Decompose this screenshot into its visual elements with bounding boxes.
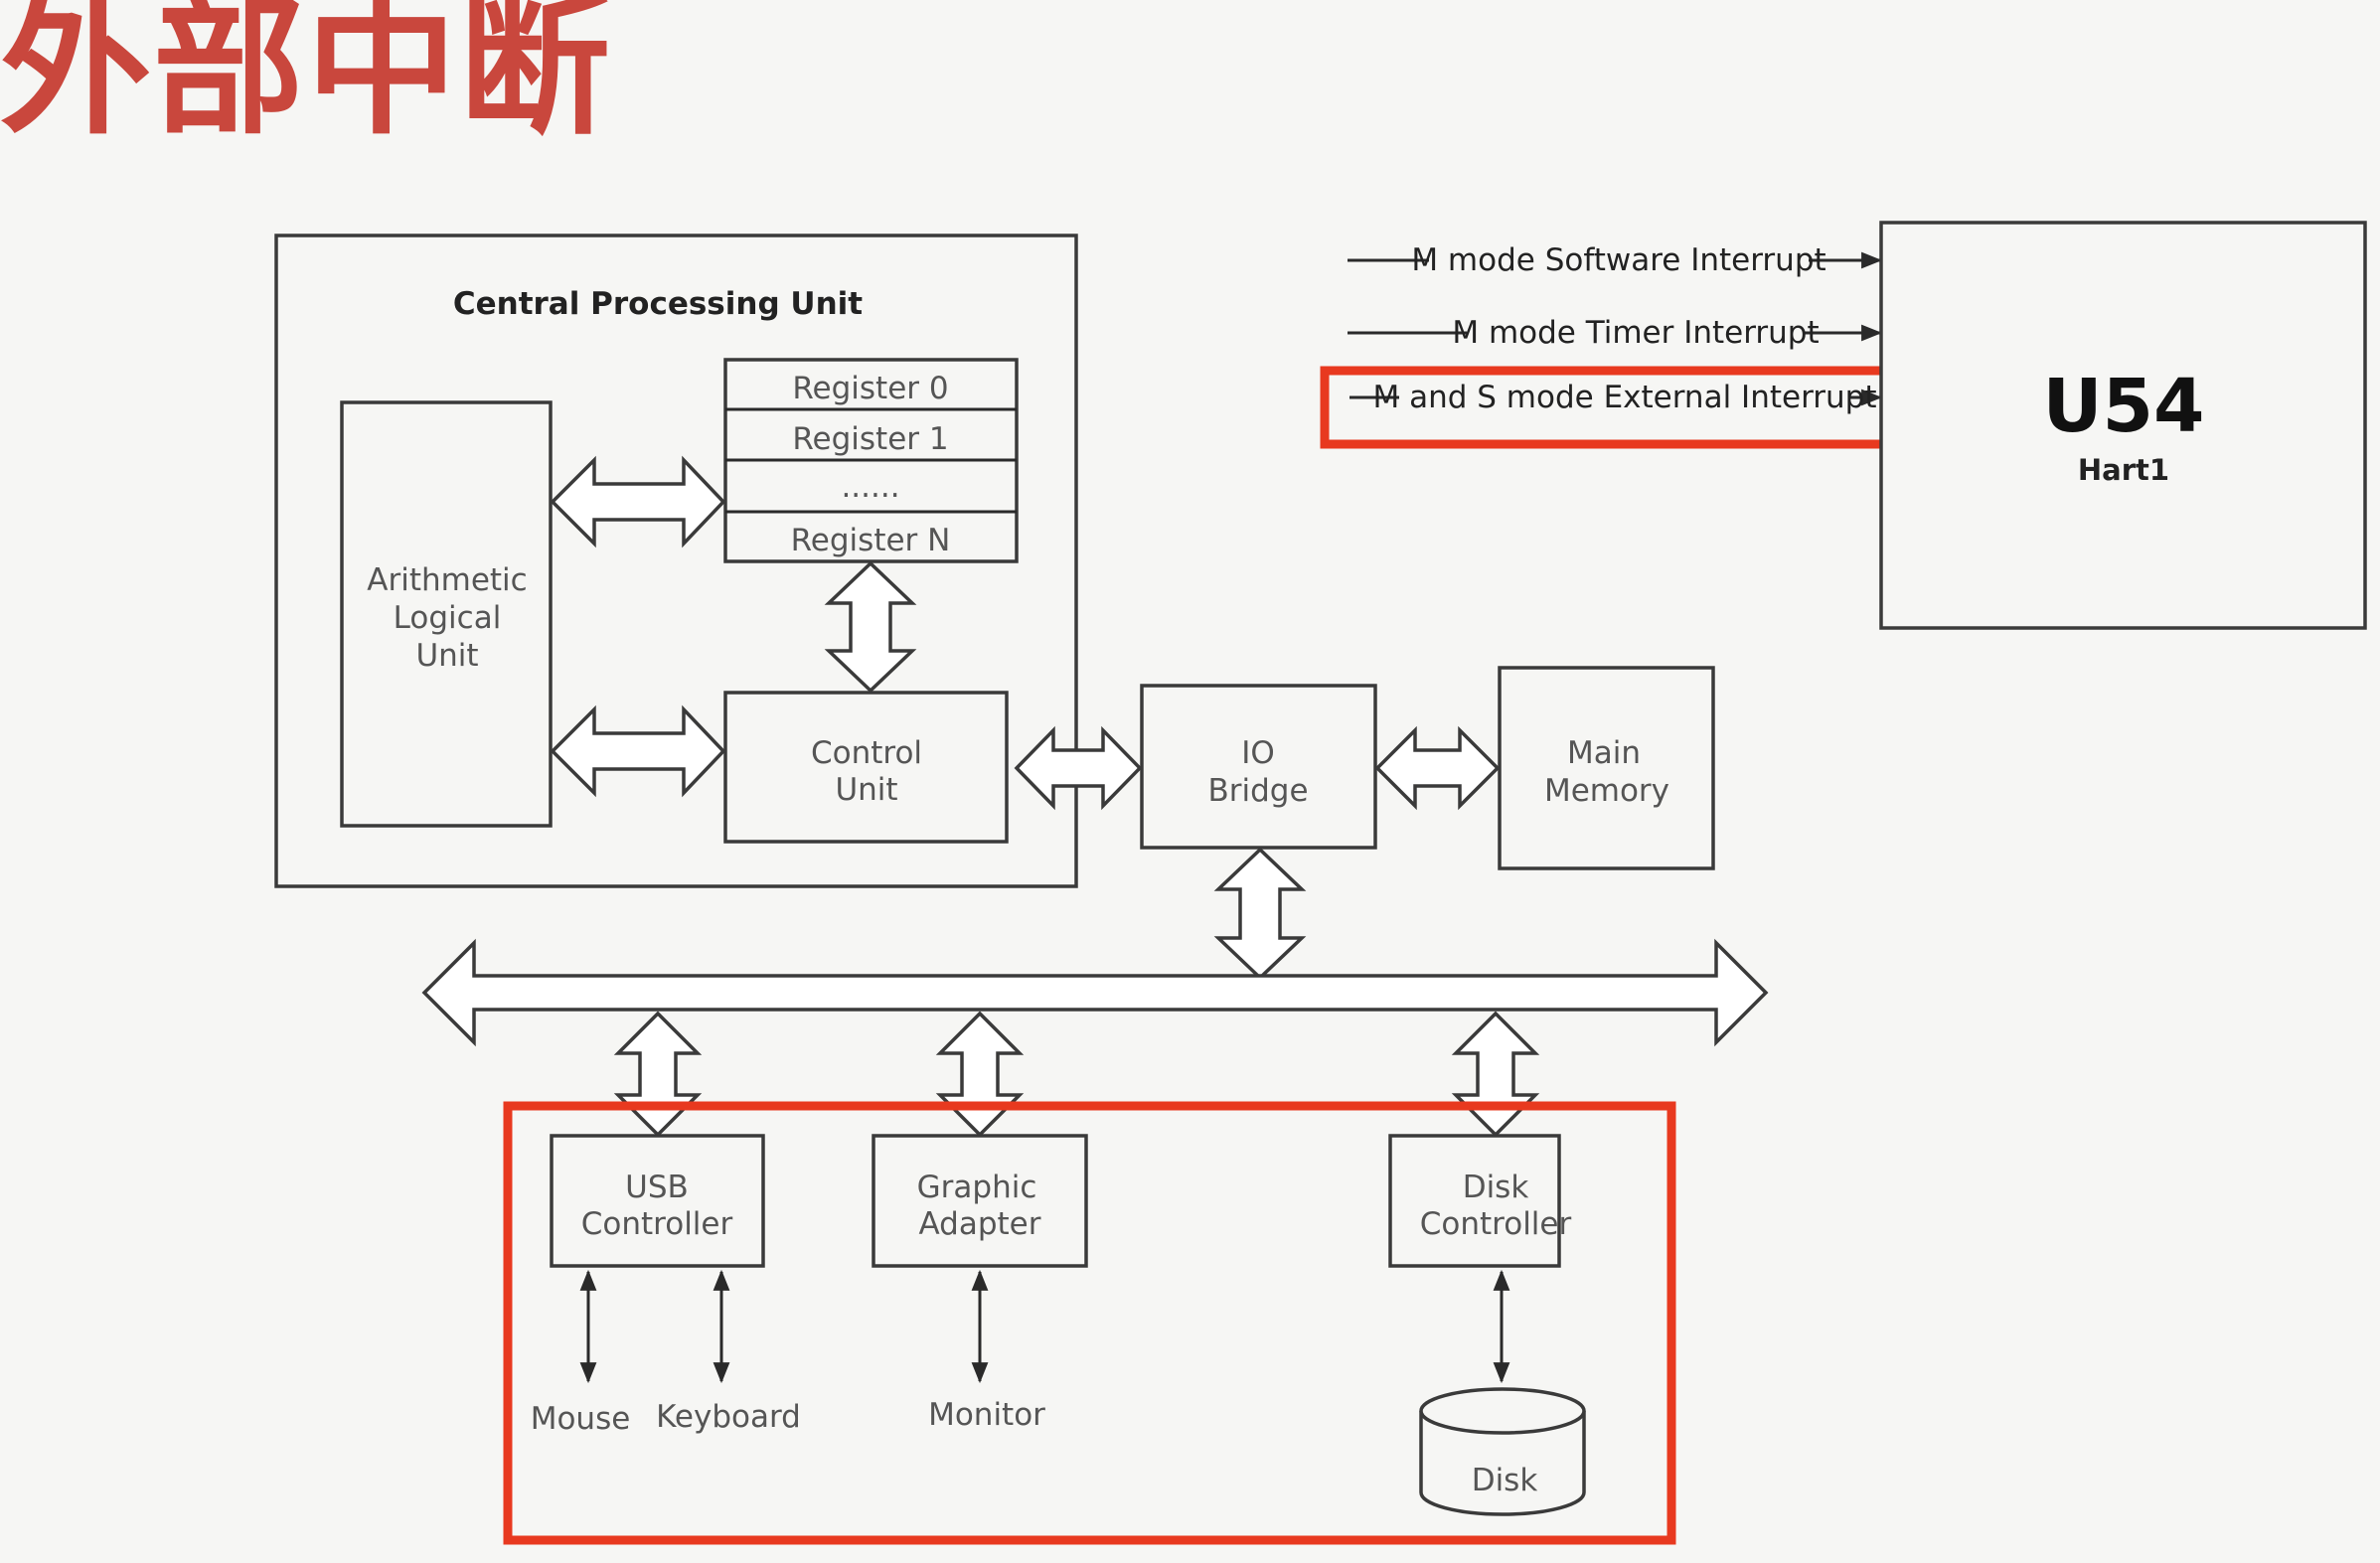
- graphic-adapter-label-2: Adapter: [919, 1206, 1041, 1242]
- disk-controller-label-2: Controller: [1420, 1206, 1572, 1242]
- peripherals-highlight: [503, 1101, 1676, 1545]
- main-memory-label-2: Memory: [1544, 773, 1669, 809]
- control-iobridge-arrow: [1014, 725, 1143, 811]
- register-1: Register 1: [792, 421, 948, 457]
- usb-controller-label-1: USB: [625, 1170, 689, 1205]
- alu-label-3: Unit: [415, 638, 478, 674]
- label-gap: [1429, 238, 1809, 278]
- alu-label-2: Logical: [394, 600, 502, 636]
- alu-register-arrow: [550, 455, 726, 548]
- register-n: Register N: [791, 523, 951, 558]
- external-interrupt-label: M and S mode External Interrupt: [1373, 380, 1877, 415]
- bus-disk-arrow: [1451, 1011, 1540, 1138]
- hart-name: U54: [2042, 364, 2204, 449]
- software-interrupt-label: M mode Software Interrupt: [1411, 242, 1825, 278]
- cpu-frame: [274, 234, 1078, 888]
- disk-controller-box: [1388, 1134, 1561, 1268]
- alu-box: [340, 400, 553, 828]
- hart-id: Hart1: [2078, 453, 2169, 487]
- disk-label: Disk: [1472, 1463, 1538, 1498]
- bus-graphic-arrow: [935, 1011, 1025, 1138]
- iobridge-memory-arrow: [1374, 725, 1501, 811]
- disk-icon: [1419, 1387, 1586, 1516]
- usb-controller-box: [550, 1134, 765, 1268]
- iobridge-bus-arrow: [1213, 847, 1307, 981]
- slide-title: 外部中断: [0, 0, 612, 155]
- io-bridge-label-1: IO: [1241, 735, 1275, 771]
- bus-usb-arrow: [613, 1011, 703, 1138]
- mouse-label: Mouse: [531, 1401, 631, 1437]
- register-0: Register 0: [792, 371, 948, 406]
- timer-interrupt-label: M mode Timer Interrupt: [1452, 315, 1819, 351]
- io-bridge-box: [1140, 684, 1377, 850]
- system-bus: [421, 938, 1769, 1047]
- u54-hart-box: [1879, 221, 2367, 630]
- control-unit-label-1: Control: [811, 735, 922, 771]
- alu-control-arrow: [550, 704, 726, 798]
- cpu-title: Central Processing Unit: [453, 286, 863, 322]
- disk-controller-label-1: Disk: [1463, 1170, 1529, 1205]
- graphic-adapter-label-1: Graphic: [917, 1170, 1037, 1205]
- label-gap: [1399, 376, 1850, 415]
- register-control-arrow: [824, 560, 917, 694]
- control-unit-box: [723, 691, 1009, 844]
- main-memory-box: [1498, 666, 1715, 870]
- register-ellipsis: ......: [841, 469, 899, 505]
- usb-controller-label-2: Controller: [581, 1206, 733, 1242]
- keyboard-label: Keyboard: [656, 1399, 801, 1435]
- control-unit-label-2: Unit: [835, 772, 897, 808]
- main-memory-label-1: Main: [1567, 735, 1641, 771]
- graphic-adapter-box: [872, 1134, 1088, 1268]
- monitor-label: Monitor: [928, 1397, 1045, 1433]
- alu-label-1: Arithmetic: [367, 562, 527, 598]
- label-gap: [1467, 311, 1805, 351]
- io-bridge-label-2: Bridge: [1207, 773, 1308, 809]
